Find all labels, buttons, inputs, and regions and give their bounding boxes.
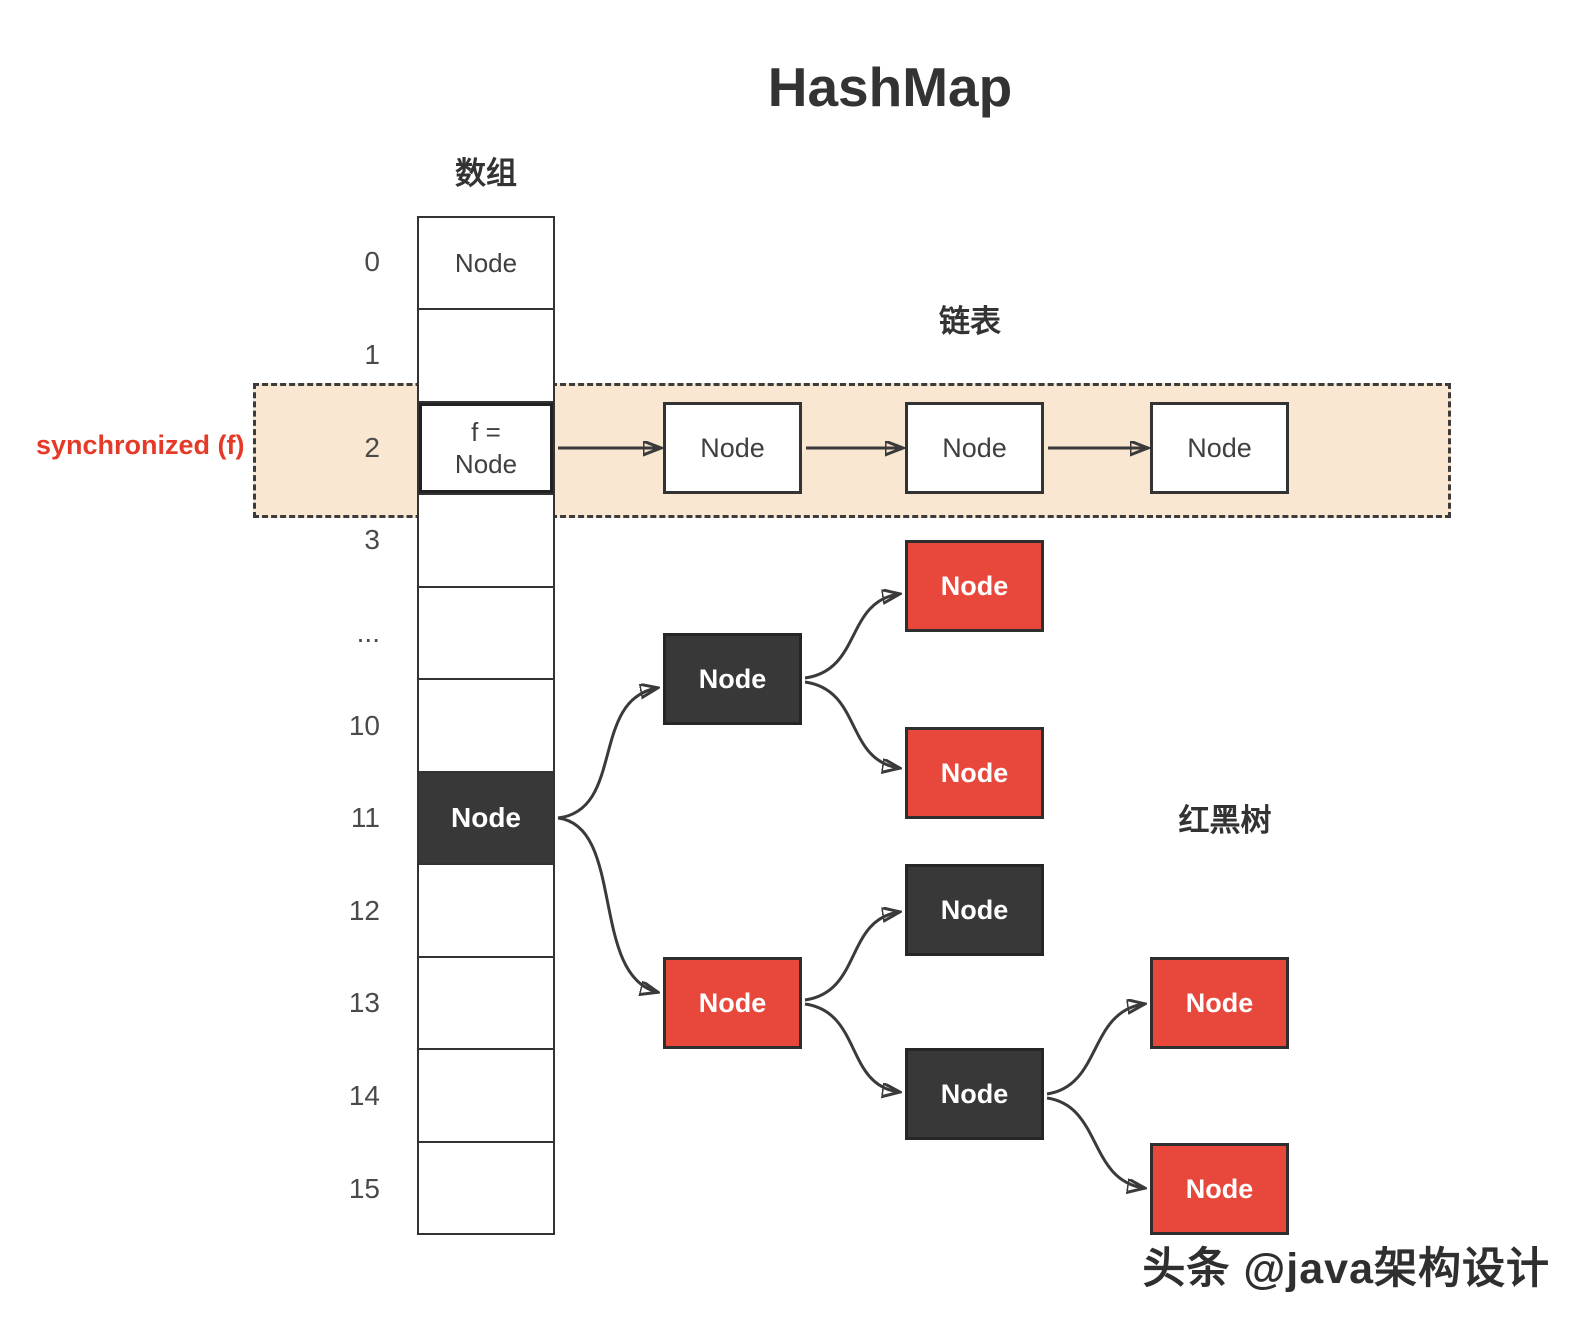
array-cell-13: [419, 955, 553, 1049]
array-index-10: 10: [348, 709, 380, 741]
array-cell-14: [419, 1048, 553, 1141]
tree-node-right-child: Node: [663, 957, 802, 1049]
array-index-ellipsis: ...: [356, 616, 380, 648]
synchronized-label: synchronized (f): [36, 430, 245, 460]
array-cell-0-text: Node: [454, 247, 518, 278]
array-cell-15: [419, 1140, 553, 1233]
arrow-bottom-to-top-leaf: [1046, 1004, 1144, 1096]
linked-list-node-1: Node: [663, 402, 802, 494]
array-index-0: 0: [364, 246, 380, 278]
array-cell-2-line2: Node: [454, 449, 518, 480]
bucket-array: Node f = Node Node: [417, 216, 555, 1235]
array-cell-1: [419, 308, 553, 401]
arrow-rightchild-to-bottom: [804, 1002, 899, 1092]
tree-node-right-child-bottom: Node: [905, 1048, 1044, 1140]
array-index-2: 2: [364, 431, 380, 463]
arrow-root-to-right-child: [557, 816, 657, 992]
array-cell-12: [419, 863, 553, 956]
array-index-15: 15: [348, 1172, 380, 1204]
tree-node-left-child-bottom-leaf: Node: [905, 727, 1044, 819]
tree-node-grandchild-bottom-leaf: Node: [1150, 1143, 1289, 1235]
array-cell-10: [419, 678, 553, 771]
tree-root-text: Node: [451, 802, 521, 834]
linked-list-node-2: Node: [905, 402, 1044, 494]
array-index-12: 12: [348, 894, 380, 926]
red-black-tree-label: 红黑树: [1178, 803, 1272, 838]
arrow-leftchild-to-top-leaf: [804, 594, 899, 680]
array-cell-2-line1: f =: [471, 416, 501, 447]
arrow-bottom-to-bottom-leaf: [1046, 1096, 1144, 1188]
array-cell-ellipsis: [419, 585, 553, 679]
arrow-leftchild-to-bottom-leaf: [804, 680, 899, 768]
linked-list-node-3: Node: [1150, 402, 1289, 494]
array-index-13: 13: [348, 987, 380, 1019]
array-index-11: 11: [350, 802, 380, 834]
array-index-3: 3: [364, 524, 380, 556]
linked-list-label: 链表: [939, 304, 1001, 339]
array-cell-2: f = Node: [419, 400, 553, 494]
array-index-column: 0 1 2 3 ... 10 11 12 13 14 15: [280, 216, 380, 1235]
arrow-rightchild-to-top: [804, 912, 899, 1002]
page-title: HashMap: [767, 56, 1013, 118]
array-cell-11-tree-root: Node: [419, 770, 553, 864]
watermark: 头条 @java架构设计: [1142, 1245, 1550, 1293]
arrow-root-to-left-child: [557, 688, 657, 820]
array-label: 数组: [455, 156, 517, 191]
array-cell-0: Node: [419, 218, 553, 309]
array-cell-3: [419, 493, 553, 586]
array-index-1: 1: [364, 338, 380, 370]
tree-node-right-child-top: Node: [905, 864, 1044, 956]
tree-node-left-child-top-leaf: Node: [905, 540, 1044, 632]
array-index-14: 14: [348, 1080, 380, 1112]
tree-node-grandchild-top-leaf: Node: [1150, 957, 1289, 1049]
tree-node-left-child: Node: [663, 633, 802, 725]
